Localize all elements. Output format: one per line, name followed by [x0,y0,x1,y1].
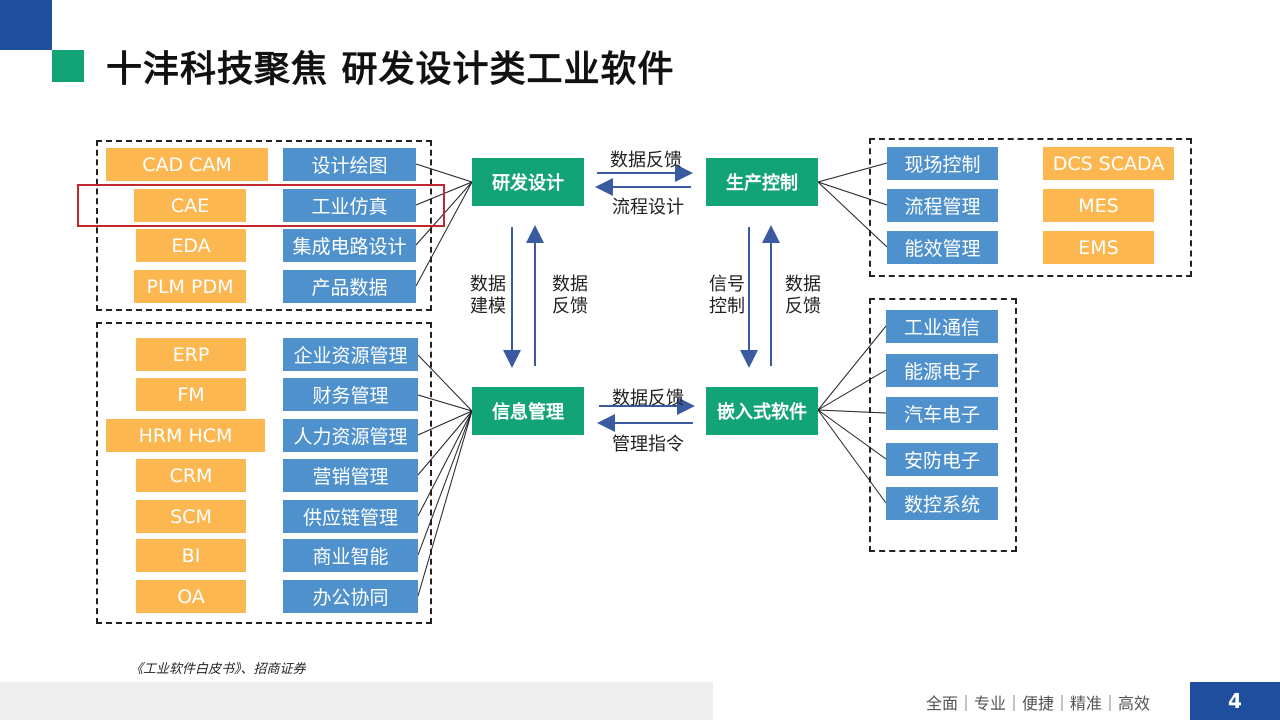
flow-label-right-down: 信号控制 [709,274,745,317]
info-left-item: OA [136,580,246,613]
info-right-item: 人力资源管理 [283,419,418,452]
rd-left-item: EDA [136,229,246,262]
hub-prod: 生产控制 [706,158,818,206]
embedded-item: 能源电子 [886,354,998,387]
prod-left-item: 现场控制 [887,147,998,180]
source-note: 《工业软件白皮书》、招商证券 [130,662,306,677]
info-left-item: ERP [136,338,246,371]
cae-highlight-box [77,184,445,227]
info-left-item: CRM [136,459,246,492]
info-left-item: SCM [136,500,246,533]
rd-left-item: CAD CAM [106,148,268,181]
info-left-item: BI [136,539,246,572]
rd-right-item: 设计绘图 [283,148,416,181]
footer-tagline: 全面｜专业｜便捷｜精准｜高效 [926,694,1151,713]
rd-right-item: 工业仿真 [283,189,416,222]
flow-label-top-forward: 数据反馈 [610,150,682,171]
hub-embedded: 嵌入式软件 [706,387,818,435]
flow-label-right-up: 数据反馈 [785,274,821,317]
flow-label-bottom-back: 管理指令 [612,434,684,455]
flow-label-left-down: 数据建模 [470,274,506,317]
embedded-item: 工业通信 [886,310,998,343]
embedded-group-border [869,298,1017,552]
info-left-item: HRM HCM [106,419,265,452]
prod-right-item: MES [1043,189,1154,222]
flow-label-left-up: 数据反馈 [552,274,588,317]
embedded-item: 数控系统 [886,487,998,520]
rd-right-item: 集成电路设计 [283,229,416,262]
page-title: 十沣科技聚焦 研发设计类工业软件 [106,49,675,90]
info-right-item: 供应链管理 [283,500,418,533]
info-left-item: FM [136,378,246,411]
flow-label-top-back: 流程设计 [612,197,684,218]
rd-left-item: CAE [134,189,246,222]
prod-right-item: DCS SCADA [1043,147,1174,180]
info-right-item: 营销管理 [283,459,418,492]
footer-bar [0,682,713,720]
page-number: 4 [1190,682,1280,720]
embedded-item: 汽车电子 [886,397,998,430]
info-right-item: 财务管理 [283,378,418,411]
flow-label-bottom-forward: 数据反馈 [612,388,684,409]
hub-rd: 研发设计 [472,158,584,206]
info-group-border [96,322,432,624]
rd-left-item: PLM PDM [134,270,246,303]
prod-right-item: EMS [1043,231,1154,264]
prod-left-item: 能效管理 [887,231,998,264]
hub-info: 信息管理 [472,387,584,435]
corner-accent [0,0,52,50]
prod-group-border [869,138,1192,277]
rd-right-item: 产品数据 [283,270,416,303]
info-right-item: 企业资源管理 [283,338,418,371]
embedded-item: 安防电子 [886,443,998,476]
info-right-item: 办公协同 [283,580,418,613]
title-marker [52,50,84,82]
info-right-item: 商业智能 [283,539,418,572]
prod-left-item: 流程管理 [887,189,998,222]
